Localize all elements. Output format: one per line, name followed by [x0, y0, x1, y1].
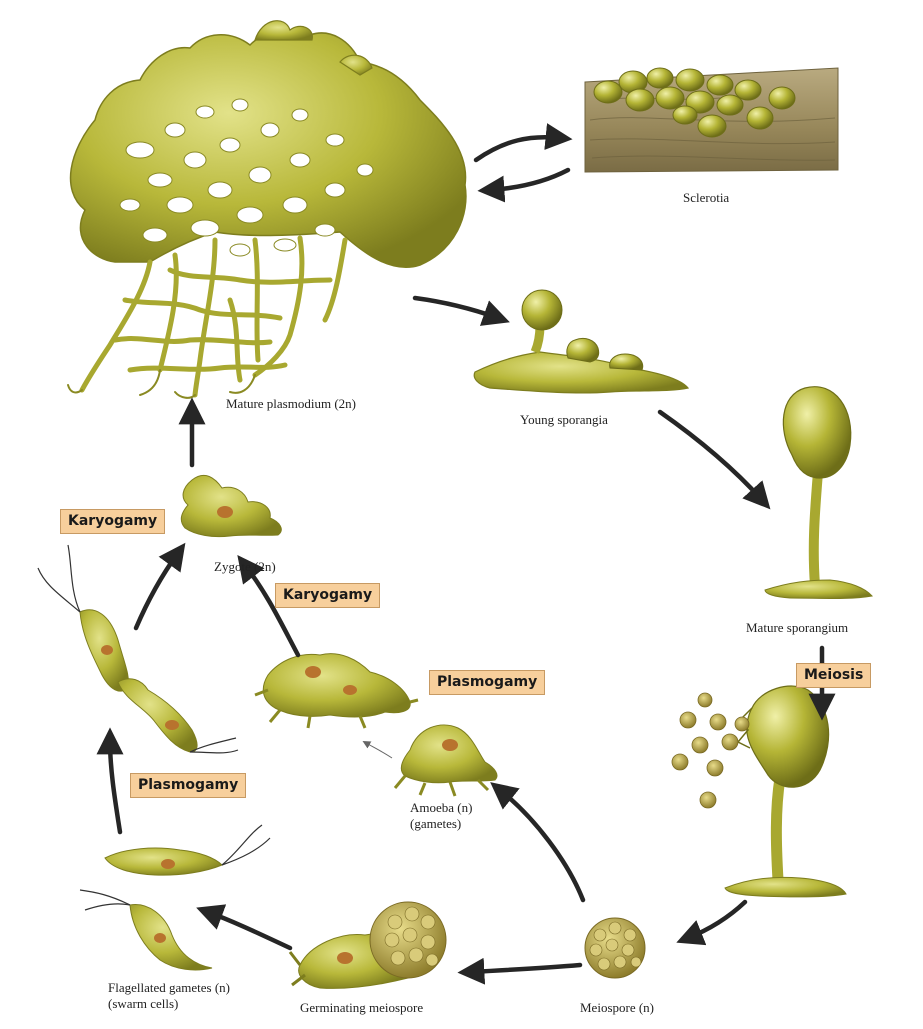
arrow-bursting-sporangium-to-meiospore [676, 899, 748, 946]
arrow-sclerotia-to-plasmodium [477, 167, 571, 203]
process-box-plasmogamy-left: Plasmogamy [130, 773, 247, 798]
label-swarm-cells: (swarm cells) [108, 996, 179, 1011]
label-young-sporangia: Young sporangia [520, 412, 608, 427]
flagellated-gametes-illustration [79, 824, 271, 971]
germinating-meiospore-illustration [288, 901, 447, 989]
fusing-amoebae-illustration [254, 653, 419, 729]
label-sclerotia: Sclerotia [683, 190, 730, 205]
meiospore-illustration [584, 917, 646, 979]
label-zygote: Zygote (2n) [214, 559, 276, 574]
arrow-plasmodium-to-sclerotia [473, 123, 573, 163]
sclerotia-illustration [584, 67, 839, 173]
arrow-amoeba-to-fusing-amoebae [362, 741, 393, 759]
process-box-karyogamy-center: Karyogamy [275, 583, 381, 608]
arrow-meiospore-to-amoeba [490, 782, 586, 903]
process-box-plasmogamy-right: Plasmogamy [429, 670, 546, 695]
amoeba-illustration [393, 724, 498, 797]
label-germinating-meiospore: Germinating meiospore [300, 1000, 424, 1015]
bursting-sporangium-illustration [671, 685, 847, 898]
arrow-plasmodium-to-young-sporangia [412, 295, 510, 326]
arrow-meiospore-to-germinating [457, 957, 583, 985]
arrow-young-to-mature-sporangium [657, 409, 771, 510]
label-gametes: (gametes) [410, 816, 462, 831]
fusing-gametes-illustration [37, 544, 239, 754]
label-mature-plasmodium: Mature plasmodium (2n) [226, 396, 356, 411]
arrow-germinating-to-flagellated [196, 904, 293, 951]
label-flagellated-gametes: Flagellated gametes (n) [108, 980, 231, 995]
mature-plasmodium-illustration [67, 20, 467, 399]
arrow-fusing-amoebae-to-zygote [237, 554, 301, 658]
label-meiospore: Meiospore (n) [580, 1000, 655, 1015]
young-sporangia-illustration [473, 289, 690, 394]
label-amoeba: Amoeba (n) [410, 800, 473, 815]
label-mature-sporangium: Mature sporangium [746, 620, 849, 635]
mature-sporangium-illustration [764, 386, 873, 599]
zygote-illustration [180, 475, 282, 538]
process-box-karyogamy-left: Karyogamy [60, 509, 166, 534]
arrow-fusing-to-zygote [133, 542, 186, 631]
process-box-meiosis: Meiosis [796, 663, 872, 688]
cycle-arrows [96, 123, 836, 985]
arrow-flagellated-to-fusing [96, 727, 124, 835]
